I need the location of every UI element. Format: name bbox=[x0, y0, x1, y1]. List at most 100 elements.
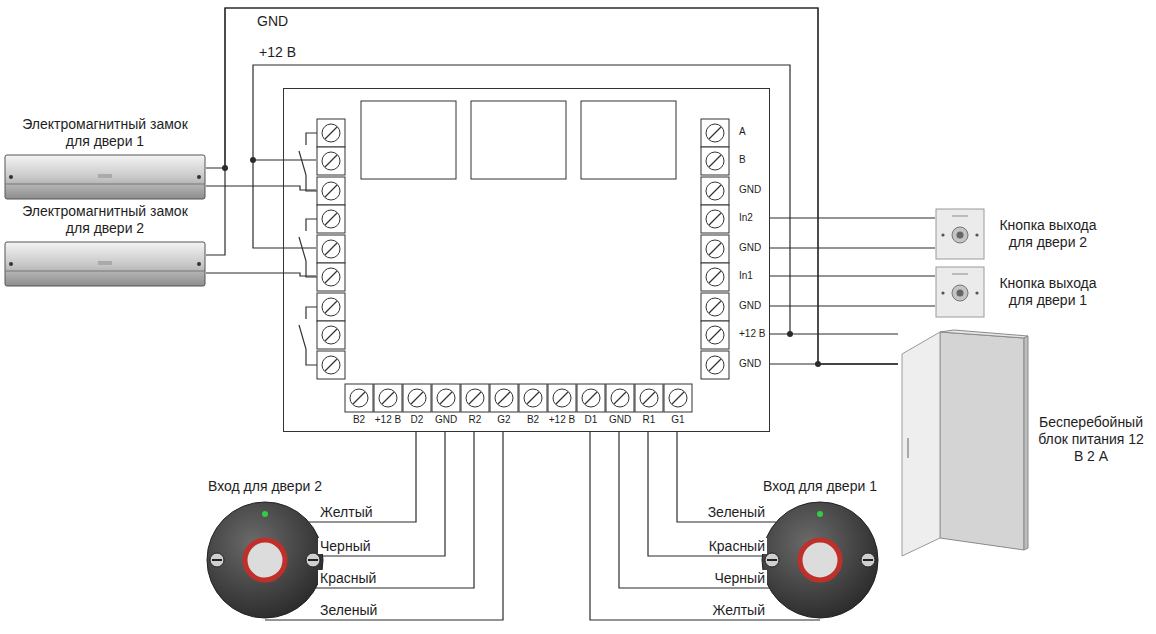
wire bbox=[770, 218, 935, 248]
terminal-screw bbox=[379, 389, 397, 407]
terminal-cell bbox=[701, 263, 729, 291]
terminal-screw bbox=[553, 389, 571, 407]
wire bbox=[309, 432, 416, 522]
reader-key-pad bbox=[800, 540, 840, 580]
button-ring bbox=[952, 285, 968, 301]
terminal-cell bbox=[701, 293, 729, 321]
relay-contact bbox=[299, 219, 317, 277]
psu-node: Бесперебойный блок питания 12 В 2 А bbox=[898, 328, 1144, 560]
reader-picture bbox=[195, 498, 335, 622]
terminal-slot bbox=[709, 271, 721, 283]
node-title: Вход для двери 2 bbox=[208, 478, 322, 495]
junction-dot bbox=[815, 361, 821, 367]
psu-picture bbox=[898, 328, 1030, 560]
terminal-label: D2 bbox=[411, 414, 424, 426]
terminal-screw bbox=[322, 210, 340, 228]
terminal-label: GND bbox=[739, 184, 761, 196]
psu-door bbox=[902, 332, 940, 556]
terminal-slot bbox=[709, 185, 721, 197]
controller-node: ABGNDIn2GNDIn1GND+12 ВGNDB2+12 ВD2GNDR2G… bbox=[283, 88, 770, 432]
exit-button-node: Кнопка выхода для двери 1 bbox=[935, 266, 1103, 318]
terminal-label: R2 bbox=[469, 414, 482, 426]
wire bbox=[770, 276, 935, 306]
psu-cabinet bbox=[940, 332, 1024, 550]
terminal-slot bbox=[709, 155, 721, 167]
maglock-edge bbox=[5, 184, 205, 185]
exit-button-picture bbox=[935, 208, 985, 260]
terminal-cell bbox=[317, 321, 345, 349]
terminal-screw bbox=[669, 389, 687, 407]
terminal-slot bbox=[325, 359, 337, 371]
terminal-label: G2 bbox=[497, 414, 510, 426]
wire-label: GND bbox=[255, 13, 290, 29]
button-plate bbox=[936, 267, 984, 317]
reader-screw bbox=[306, 553, 320, 567]
terminal-label: +12 В bbox=[375, 414, 401, 426]
reader-body bbox=[762, 502, 878, 618]
terminal-screw bbox=[706, 326, 724, 344]
terminal-screw bbox=[611, 389, 629, 407]
wire-label: Зеленый bbox=[706, 504, 767, 520]
terminal-screw bbox=[706, 356, 724, 374]
reader-node: Вход для двери 2 bbox=[195, 478, 335, 622]
maglock-screw bbox=[9, 175, 13, 179]
wire-label: +12 В bbox=[257, 44, 298, 60]
maglock-body bbox=[5, 155, 205, 199]
terminal-slot bbox=[440, 392, 452, 404]
terminal-cell bbox=[317, 235, 345, 263]
terminal-slot bbox=[614, 392, 626, 404]
terminal-slot bbox=[325, 329, 337, 341]
terminal-cell bbox=[490, 384, 518, 412]
maglock-badge bbox=[98, 174, 112, 178]
terminal-cell bbox=[317, 177, 345, 205]
terminal-screw bbox=[706, 210, 724, 228]
terminal-slot bbox=[325, 127, 337, 139]
terminal-screw bbox=[495, 389, 513, 407]
reader-screw-slot bbox=[767, 559, 777, 561]
wire bbox=[206, 8, 898, 364]
wire bbox=[206, 186, 316, 190]
terminal-screw bbox=[706, 240, 724, 258]
terminal-cell bbox=[317, 263, 345, 291]
terminal-slot bbox=[325, 271, 337, 283]
terminal-screw bbox=[466, 389, 484, 407]
button-screw bbox=[975, 291, 978, 294]
terminal-label: D1 bbox=[585, 414, 598, 426]
terminal-label: In2 bbox=[739, 212, 753, 224]
terminal-cell bbox=[701, 351, 729, 379]
wire-label: Желтый bbox=[318, 504, 375, 520]
reader-screw bbox=[210, 553, 224, 567]
terminal-cell bbox=[701, 147, 729, 175]
terminal-group bbox=[299, 119, 729, 412]
terminal-slot bbox=[353, 392, 365, 404]
terminal-screw bbox=[640, 389, 658, 407]
terminal-cell bbox=[317, 205, 345, 233]
terminal-label: +12 В bbox=[549, 414, 575, 426]
reader-led bbox=[817, 511, 823, 517]
reader-screw bbox=[765, 553, 779, 567]
terminal-cell bbox=[317, 351, 345, 379]
terminal-slot bbox=[672, 392, 684, 404]
relay-box bbox=[471, 101, 566, 179]
terminal-screw bbox=[350, 389, 368, 407]
terminal-cell bbox=[548, 384, 576, 412]
terminal-slot bbox=[527, 392, 539, 404]
terminal-label: B2 bbox=[353, 414, 365, 426]
terminal-cell bbox=[317, 293, 345, 321]
junction-dot bbox=[222, 165, 228, 171]
button-mark bbox=[952, 215, 968, 217]
wire-label: Зеленый bbox=[318, 602, 379, 618]
psu-top bbox=[940, 330, 1028, 338]
maglock-picture bbox=[4, 241, 206, 287]
psu-side bbox=[1024, 336, 1028, 550]
terminal-cell bbox=[317, 119, 345, 147]
terminal-label: B bbox=[739, 154, 746, 166]
terminal-label: GND bbox=[609, 414, 631, 426]
terminal-cell bbox=[374, 384, 402, 412]
maglock-badge bbox=[98, 261, 112, 265]
terminal-cell bbox=[701, 177, 729, 205]
terminal-cell bbox=[317, 147, 345, 175]
terminal-screw bbox=[322, 124, 340, 142]
terminal-screw bbox=[322, 298, 340, 316]
terminal-label: +12 В bbox=[739, 328, 765, 340]
